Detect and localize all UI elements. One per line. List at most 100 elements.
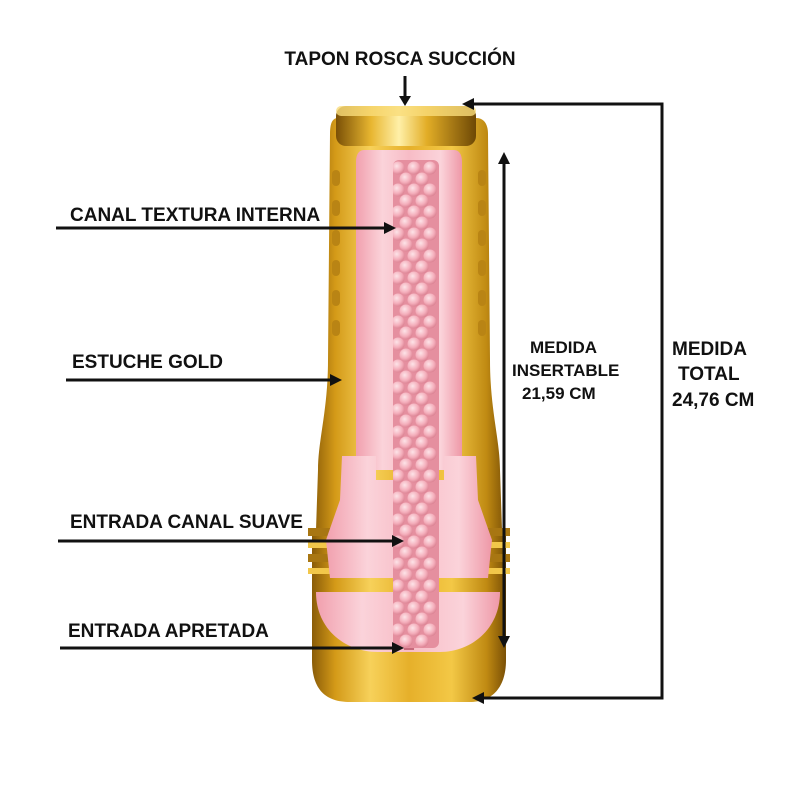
texture-bead: [415, 634, 429, 648]
texture-bead: [423, 183, 437, 197]
texture-bead: [393, 513, 405, 527]
texture-bead: [399, 348, 413, 362]
texture-bead: [407, 315, 421, 329]
texture-bead: [399, 546, 413, 560]
texture-bead: [415, 348, 429, 362]
texture-bead: [415, 436, 429, 450]
texture-bead: [393, 381, 405, 395]
texture-bead: [407, 601, 421, 615]
texture-bead: [415, 260, 429, 274]
texture-bead: [393, 601, 405, 615]
label-inner-canal: CANAL TEXTURA INTERNA: [70, 205, 320, 226]
texture-bead: [393, 623, 405, 637]
texture-bead: [423, 381, 437, 395]
texture-bead: [393, 447, 405, 461]
texture-bead: [399, 172, 413, 186]
texture-bead: [393, 557, 405, 571]
texture-bead: [399, 436, 413, 450]
texture-bead: [399, 304, 413, 318]
insertable-line1: MEDIDA: [530, 338, 597, 357]
texture-bead: [423, 491, 437, 505]
texture-bead: [415, 480, 429, 494]
texture-bead: [393, 425, 405, 439]
label-tight-entry: ENTRADA APRETADA: [68, 621, 269, 642]
texture-bead: [423, 271, 437, 285]
total-value: 24,76 CM: [672, 390, 754, 411]
texture-bead: [399, 458, 413, 472]
texture-bead: [415, 546, 429, 560]
texture-bead: [423, 513, 437, 527]
texture-bead: [407, 513, 421, 527]
texture-bead: [407, 271, 421, 285]
texture-bead: [399, 480, 413, 494]
texture-bead: [407, 183, 421, 197]
texture-bead: [415, 612, 429, 626]
texture-bead: [393, 337, 405, 351]
label-top-cap: TAPON ROSCA SUCCIÓN: [284, 48, 515, 70]
texture-bead: [399, 216, 413, 230]
texture-bead: [423, 403, 437, 417]
texture-bead: [393, 469, 405, 483]
texture-bead: [407, 381, 421, 395]
texture-bead: [423, 205, 437, 219]
texture-bead: [407, 293, 421, 307]
insertable-line2: INSERTABLE: [512, 361, 619, 380]
texture-bead: [399, 568, 413, 582]
texture-bead: [393, 271, 405, 285]
texture-bead: [393, 315, 405, 329]
texture-bead: [423, 447, 437, 461]
texture-bead: [393, 161, 405, 175]
texture-bead: [393, 183, 405, 197]
top-cap-rim: [336, 106, 476, 116]
pink-sleeve: [316, 150, 500, 652]
texture-bead: [393, 579, 405, 593]
texture-bead: [399, 524, 413, 538]
texture-bead: [415, 238, 429, 252]
total-line2: TOTAL: [678, 364, 740, 385]
texture-bead: [407, 535, 421, 549]
texture-bead: [415, 414, 429, 428]
label-case: ESTUCHE GOLD: [72, 352, 223, 373]
texture-bead: [423, 293, 437, 307]
texture-bead: [407, 403, 421, 417]
texture-bead: [423, 579, 437, 593]
texture-bead: [407, 579, 421, 593]
texture-bead: [423, 359, 437, 373]
texture-bead: [423, 601, 437, 615]
texture-bead: [407, 359, 421, 373]
texture-bead: [423, 535, 437, 549]
texture-bead: [399, 260, 413, 274]
texture-bead: [399, 612, 413, 626]
texture-bead: [407, 469, 421, 483]
texture-bead: [415, 282, 429, 296]
canal-texture: [393, 161, 437, 648]
label-soft-entry: ENTRADA CANAL SUAVE: [70, 512, 303, 533]
pointers: [56, 76, 664, 700]
texture-bead: [393, 491, 405, 505]
texture-bead: [415, 370, 429, 384]
texture-bead: [415, 172, 429, 186]
texture-bead: [407, 557, 421, 571]
texture-bead: [393, 359, 405, 373]
texture-bead: [407, 205, 421, 219]
texture-bead: [415, 524, 429, 538]
texture-bead: [399, 502, 413, 516]
texture-bead: [407, 491, 421, 505]
texture-bead: [393, 249, 405, 263]
texture-bead: [399, 194, 413, 208]
texture-bead: [393, 227, 405, 241]
texture-bead: [407, 161, 421, 175]
texture-bead: [399, 392, 413, 406]
texture-bead: [415, 304, 429, 318]
texture-bead: [415, 392, 429, 406]
texture-bead: [407, 249, 421, 263]
texture-bead: [407, 337, 421, 351]
texture-bead: [415, 216, 429, 230]
texture-bead: [393, 293, 405, 307]
texture-bead: [399, 370, 413, 384]
texture-bead: [399, 590, 413, 604]
grip-ridges: [332, 170, 486, 336]
texture-bead: [407, 447, 421, 461]
